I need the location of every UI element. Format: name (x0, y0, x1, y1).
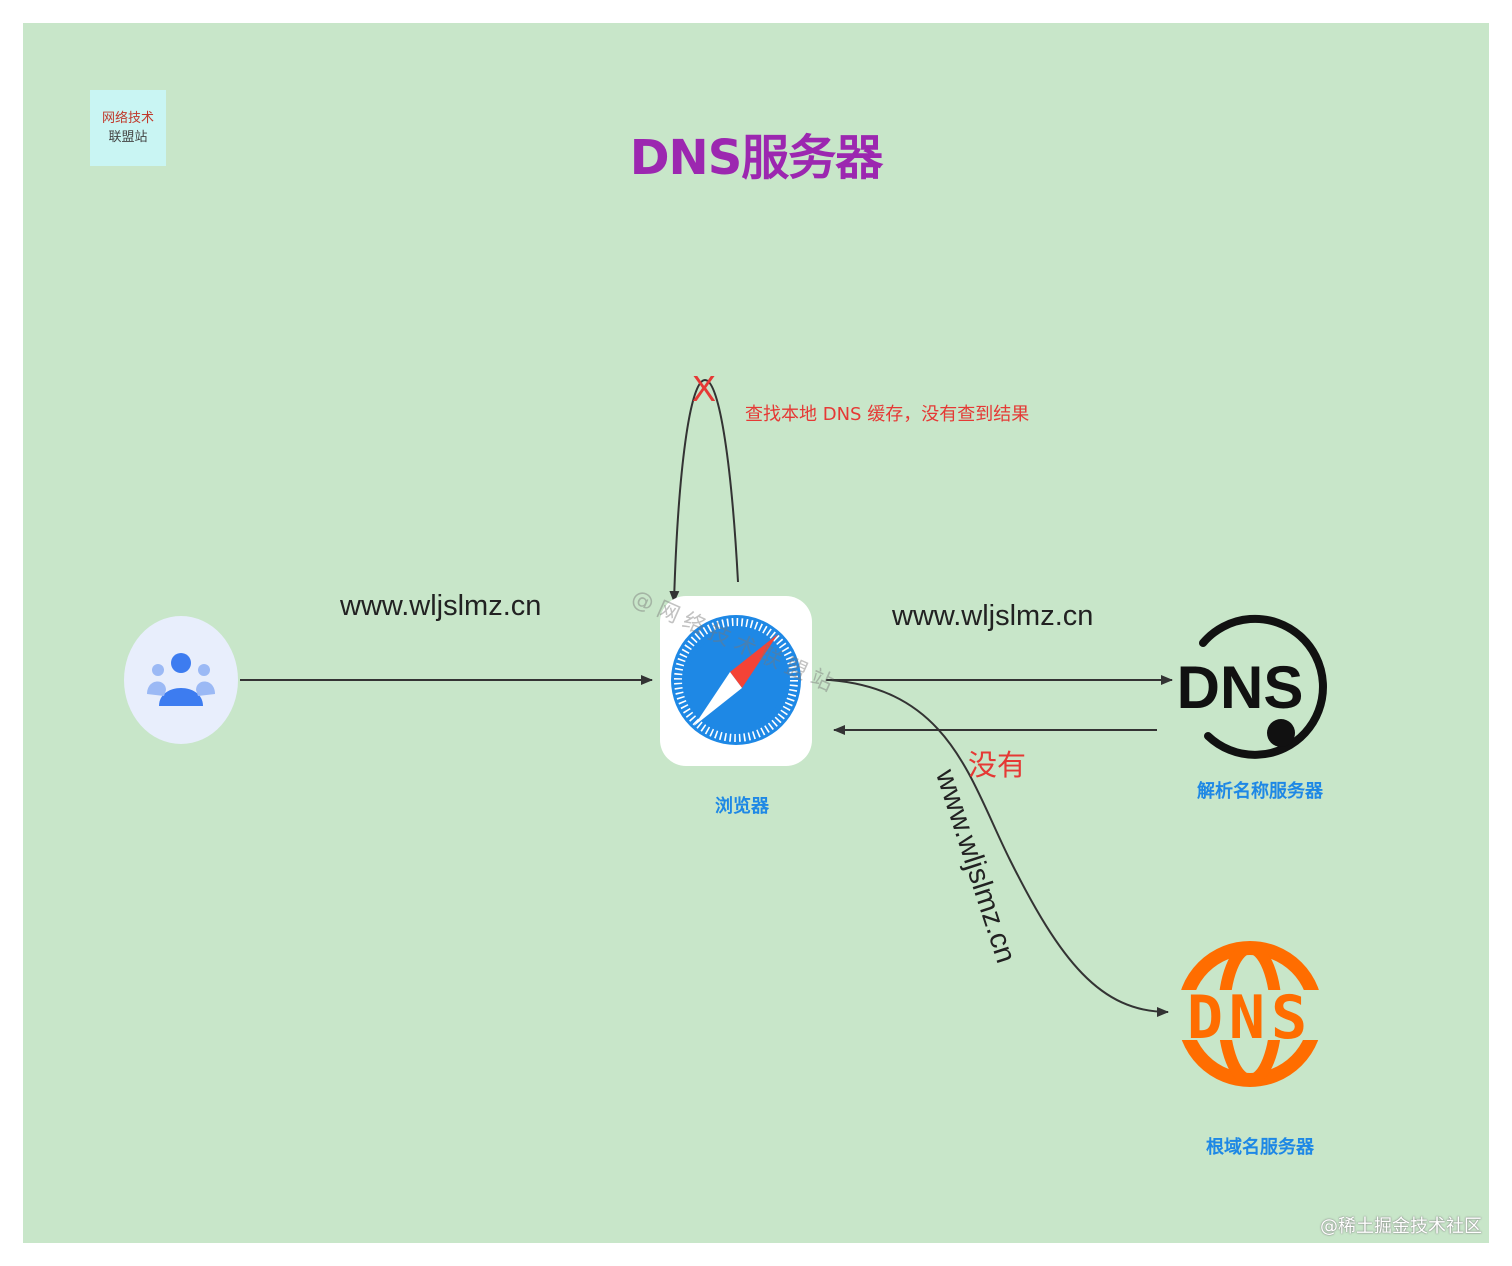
resolver-logo-text: DNS (1177, 654, 1304, 721)
user-node (124, 616, 238, 744)
edge-label-resolver-reply: 没有 (968, 748, 1027, 782)
diagram-title: DNS服务器 (629, 130, 884, 186)
users-icon (147, 653, 215, 706)
resolver-label: 解析名称服务器 (1197, 781, 1323, 802)
edge-browser-to-root (829, 679, 1169, 1017)
edge-label-browser-to-resolver: www.wljslmz.cn (892, 600, 1094, 632)
edge-label-user-to-browser: www.wljslmz.cn (340, 590, 542, 622)
compass-browser-icon (671, 615, 801, 745)
root-logo-text: DNS (1187, 983, 1313, 1053)
cache-fail-mark: X (692, 368, 717, 409)
edge-local-cache-loop (669, 378, 739, 603)
logo-line-1: 网络技术 (101, 111, 154, 126)
credit-text: @稀土掘金技术社区 (1320, 1216, 1482, 1237)
edge-label-local-cache: 查找本地 DNS 缓存，没有查到结果 (745, 404, 1030, 425)
root-server-label: 根域名服务器 (1206, 1137, 1314, 1158)
browser-node (660, 596, 812, 766)
site-logo: 网络技术 联盟站 (90, 90, 166, 166)
logo-line-2: 联盟站 (108, 130, 148, 145)
browser-label: 浏览器 (715, 796, 769, 817)
